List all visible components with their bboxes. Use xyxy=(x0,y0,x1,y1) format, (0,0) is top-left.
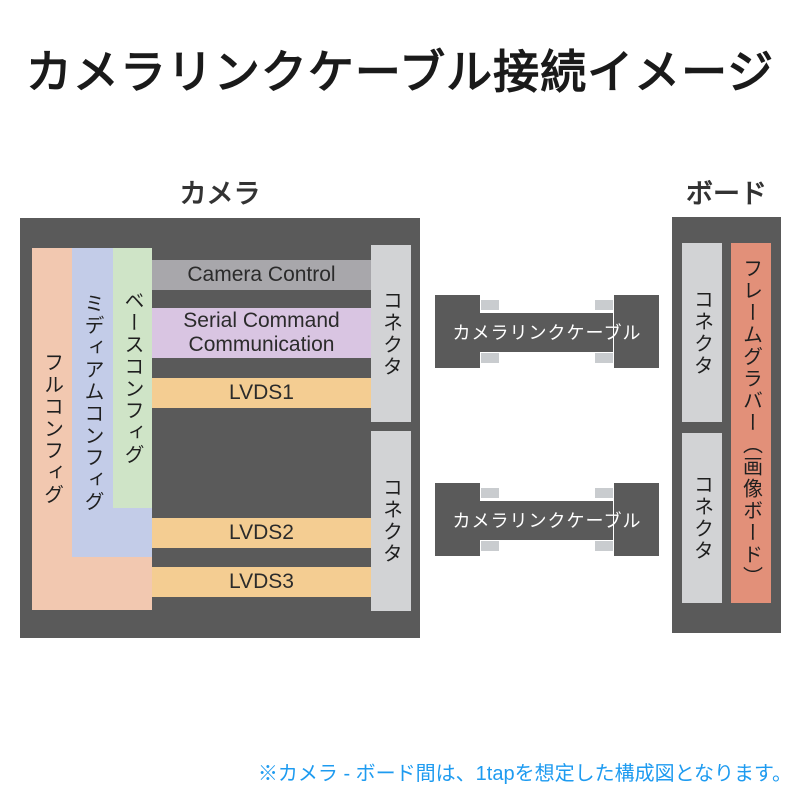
signal-bar-camera-control: Camera Control xyxy=(152,260,371,290)
cable-label: カメラリンクケーブル xyxy=(452,510,642,531)
thumbscrew-icon xyxy=(595,541,613,551)
thumbscrew-icon xyxy=(481,488,499,498)
medium-config-label: ミディアムコンフィグ xyxy=(81,292,103,513)
thumbscrew-icon xyxy=(481,300,499,310)
cable-body xyxy=(480,501,613,540)
board-box: コネクタ コネクタ フレームグラバー（画像ボード） xyxy=(672,217,781,633)
base-config-label: ベースコンフィグ xyxy=(121,290,143,466)
board-connector-top: コネクタ xyxy=(682,243,722,422)
thumbscrew-icon xyxy=(595,488,613,498)
signal-bar-lvds1: LVDS1 xyxy=(152,378,371,408)
cable-body xyxy=(480,313,613,352)
board-section-label: ボード xyxy=(686,179,767,209)
board-connector-bottom: コネクタ xyxy=(682,433,722,603)
cable-label: カメラリンクケーブル xyxy=(452,322,642,343)
camera-connector-top: コネクタ xyxy=(371,245,411,422)
signal-bar-serial-command: Serial Command Communication xyxy=(152,308,371,358)
thumbscrew-icon xyxy=(481,353,499,363)
full-config-label: フルコンフィグ xyxy=(40,352,63,506)
cable-plug-left xyxy=(435,295,480,368)
cable-plug-right xyxy=(614,295,659,368)
footnote-text: ※カメラ - ボード間は、1tapを想定した構成図となります。 xyxy=(257,763,792,785)
camera-link-cable-top: カメラリンクケーブル xyxy=(435,295,659,368)
thumbscrew-icon xyxy=(481,541,499,551)
signal-bar-lvds2: LVDS2 xyxy=(152,518,371,548)
base-config-region xyxy=(113,248,152,508)
frame-grabber-bar: フレームグラバー（画像ボード） xyxy=(731,243,771,603)
thumbscrew-icon xyxy=(595,300,613,310)
cable-plug-right xyxy=(614,483,659,556)
camera-link-cable-bottom: カメラリンクケーブル xyxy=(435,483,659,556)
page-title: カメラリンクケーブル接続イメージ xyxy=(25,46,775,98)
camera-section-label: カメラ xyxy=(179,179,261,209)
camera-connector-bottom: コネクタ xyxy=(371,431,411,611)
signal-bar-lvds3: LVDS3 xyxy=(152,567,371,597)
cable-plug-left xyxy=(435,483,480,556)
thumbscrew-icon xyxy=(595,353,613,363)
camera-box: フルコンフィグ ミディアムコンフィグ ベースコンフィグ Camera Contr… xyxy=(20,218,420,638)
